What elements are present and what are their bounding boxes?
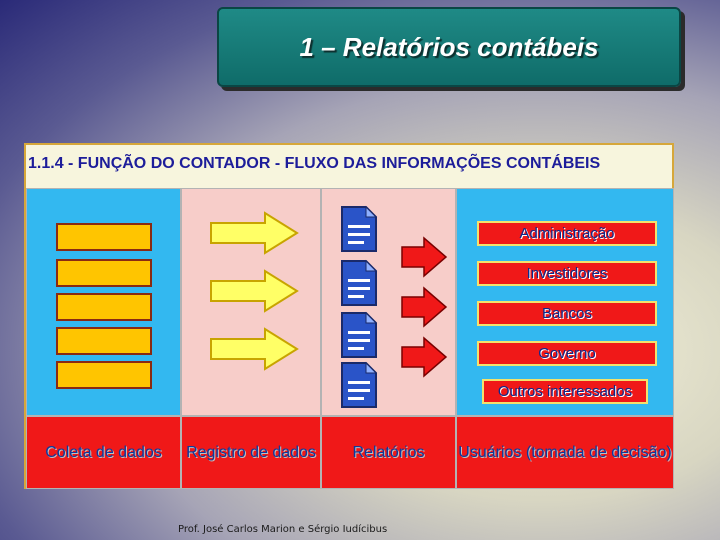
right-arrow-icon bbox=[210, 327, 299, 371]
data-block bbox=[56, 361, 152, 389]
user-label-outros: Outros interessados bbox=[482, 379, 648, 404]
slide-title: 1 – Relatórios contábeis bbox=[299, 31, 599, 62]
document-icon bbox=[341, 259, 378, 306]
right-arrow-icon bbox=[401, 236, 448, 278]
user-label-governo: Governo bbox=[477, 341, 657, 366]
stage-usuarios: Usuários (tomada de decisão) bbox=[456, 416, 674, 489]
document-icon bbox=[341, 205, 378, 252]
right-arrow-icon bbox=[401, 336, 448, 378]
data-block bbox=[56, 259, 152, 287]
data-block bbox=[56, 293, 152, 321]
stage-relatorios: Relatórios bbox=[321, 416, 456, 489]
right-arrow-icon bbox=[210, 269, 299, 313]
user-label-administracao: Administração bbox=[477, 221, 657, 246]
title-box: 1 – Relatórios contábeis bbox=[217, 7, 681, 87]
data-block bbox=[56, 223, 152, 251]
flow-diagram: 1.1.4 - FUNÇÃO DO CONTADOR - FLUXO DAS I… bbox=[24, 143, 674, 489]
stage-registro-de-dados: Registro de dados bbox=[181, 416, 321, 489]
user-label-bancos: Bancos bbox=[477, 301, 657, 326]
document-icon bbox=[341, 311, 378, 358]
document-icon bbox=[341, 361, 378, 408]
right-arrow-icon bbox=[210, 211, 299, 255]
footer-credit: Prof. José Carlos Marion e Sérgio Iudíci… bbox=[178, 524, 388, 535]
diagram-header: 1.1.4 - FUNÇÃO DO CONTADOR - FLUXO DAS I… bbox=[28, 155, 601, 172]
user-label-investidores: Investidores bbox=[477, 261, 657, 286]
right-arrow-icon bbox=[401, 286, 448, 328]
stage-coleta-de-dados: Coleta de dados bbox=[26, 416, 181, 489]
data-block bbox=[56, 327, 152, 355]
